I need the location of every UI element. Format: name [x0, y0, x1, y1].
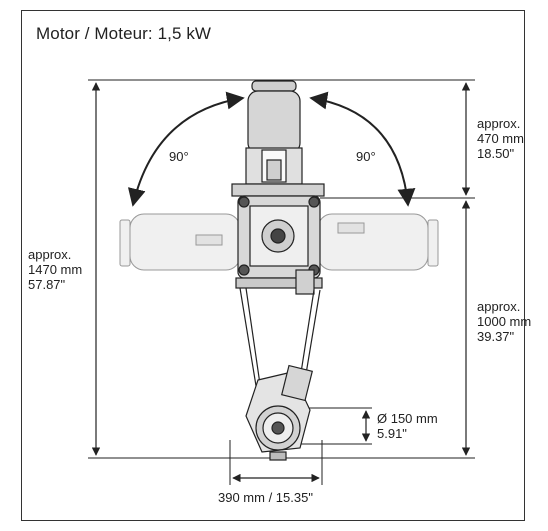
bottom-offset-approx: approx.: [477, 299, 521, 314]
left-angle-label: 90°: [169, 149, 189, 164]
bottom-offset-mm: 1000 mm: [477, 314, 532, 329]
pulley-diameter-dimension: [300, 407, 372, 445]
top-offset-label: approx. 470 mm 18.50": [477, 116, 524, 161]
diagram-title: Motor / Moteur: 1,5 kW: [36, 24, 212, 43]
left-rotation-arc: [127, 91, 245, 207]
right-rotation-arc: [309, 91, 416, 207]
ghost-motor-left: [119, 213, 241, 271]
pulley-diameter-inch: 5.91": [377, 426, 407, 441]
total-height-inch: 57.87": [28, 277, 66, 292]
motor-body: [231, 80, 325, 197]
total-height-label: approx. 1470 mm 57.87": [28, 247, 82, 292]
width-dimension: [229, 440, 323, 485]
pulley-diameter-label: Ø 150 mm 5.91": [377, 411, 438, 441]
width-label: 390 mm / 15.35": [218, 490, 313, 505]
right-angle-label: 90°: [356, 149, 376, 164]
gearbox: [235, 195, 323, 295]
total-height-approx: approx.: [28, 247, 72, 262]
top-offset-mm: 470 mm: [477, 131, 524, 146]
top-offset-approx: approx.: [477, 116, 521, 131]
bottom-offset-inch: 39.37": [477, 329, 515, 344]
total-height-mm: 1470 mm: [28, 262, 83, 277]
top-offset-inch: 18.50": [477, 146, 515, 161]
pulley-diameter-mm: Ø 150 mm: [377, 411, 438, 426]
ghost-motor-right: [317, 213, 439, 271]
bottom-offset-label: approx. 1000 mm 39.37": [477, 299, 531, 344]
drive-pulley-assembly: [245, 364, 313, 461]
